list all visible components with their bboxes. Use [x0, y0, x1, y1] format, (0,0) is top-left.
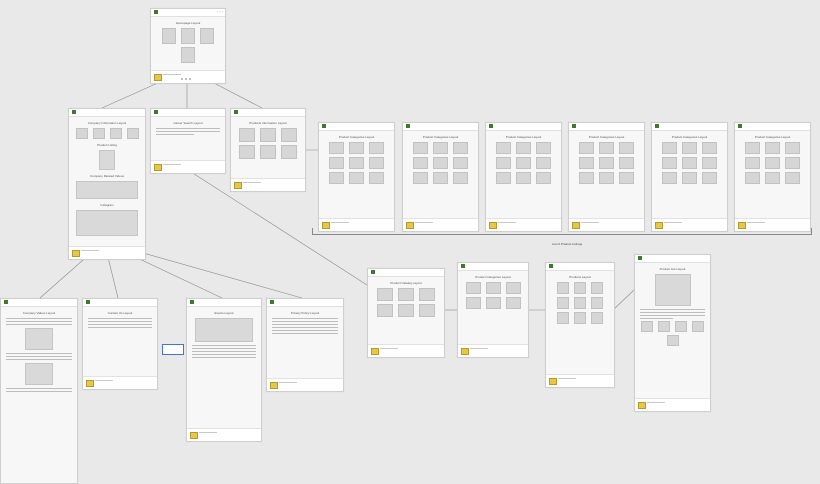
nav-item: ▪ [219, 11, 221, 13]
group-bracket [811, 228, 812, 234]
contact-title: Contact Us Layout [107, 311, 133, 315]
product-list-title: Product List Layout [659, 267, 686, 271]
category-card-4[interactable]: Product Categories Layout [568, 122, 645, 232]
company-values-title: Company Values Layout [22, 311, 56, 315]
events-banner [195, 318, 253, 342]
instagram-heading: Instagram [100, 203, 114, 207]
logo-icon [154, 110, 158, 114]
logo-icon [72, 110, 76, 114]
contact-dropdown[interactable] [162, 344, 184, 355]
privacy-card[interactable]: Privacy Policy Layout [266, 298, 344, 392]
group-bracket [312, 228, 313, 234]
image-placeholder [181, 28, 195, 44]
videos-heading: Company Related Videos [90, 174, 124, 178]
contact-card[interactable]: Contact Us Layout [82, 298, 158, 390]
logo-icon [154, 10, 158, 14]
category-card-1[interactable]: Product Categories Layout [318, 122, 395, 232]
site-footer [151, 70, 225, 83]
product-list-card[interactable]: Product List Layout [634, 254, 711, 412]
category-card-6[interactable]: Product Categories Layout [734, 122, 811, 232]
sub-categories-card[interactable]: Product Categories Layout [457, 262, 529, 358]
category-title: Product Categories Layout [422, 135, 459, 139]
products-card[interactable]: Products Layout [545, 262, 615, 388]
group-bracket [312, 234, 812, 235]
category-title: Product Categories Layout [588, 135, 625, 139]
careers-title: Career Search Layout [173, 121, 203, 125]
category-title: Product Categories Layout [671, 135, 708, 139]
company-info-title: Company Information Layout [87, 121, 127, 125]
careers-card[interactable]: Career Search Layout [150, 108, 226, 174]
category-card-3[interactable]: Product Categories Layout [485, 122, 562, 232]
product-listing-heading: Product Listing [97, 143, 117, 147]
category-title: Product Categories Layout [754, 135, 791, 139]
homepage-title: Homepage Layout [175, 21, 201, 25]
product-catalog-title: Product Catalog Layout [390, 281, 422, 285]
product-catalog-card[interactable]: Product Catalog Layout [367, 268, 445, 358]
group-caption: List of Product Listings [552, 242, 583, 246]
product-info-title: Products Information Layout [249, 121, 287, 125]
company-values-card[interactable]: Company Values Layout [0, 298, 78, 484]
image-placeholder [654, 274, 691, 306]
events-title: Events Layout [214, 311, 234, 315]
logo-icon [234, 110, 238, 114]
sub-categories-title: Product Categories Layout [475, 275, 511, 279]
instagram-grid [76, 210, 138, 236]
events-card[interactable]: Events Layout [186, 298, 262, 442]
category-title: Product Categories Layout [338, 135, 375, 139]
company-info-card[interactable]: Company Information Layout Product Listi… [68, 108, 146, 260]
site-header: ▪▪▪ [151, 9, 225, 17]
nav-item: ▪ [222, 11, 223, 13]
homepage-card[interactable]: ▪▪▪ Homepage Layout [150, 8, 226, 84]
video-placeholder [76, 181, 138, 199]
category-card-2[interactable]: Product Categories Layout [402, 122, 479, 232]
image-placeholder [162, 28, 176, 44]
footer-logo [154, 74, 162, 81]
image-placeholder [181, 47, 195, 63]
category-title: Product Categories Layout [505, 135, 542, 139]
image-placeholder [99, 150, 115, 170]
privacy-title: Privacy Policy Layout [290, 311, 320, 315]
nav-item: ▪ [216, 11, 218, 13]
products-title: Products Layout [569, 275, 591, 279]
category-card-5[interactable]: Product Categories Layout [651, 122, 728, 232]
image-placeholder [200, 28, 214, 44]
product-info-card[interactable]: Products Information Layout [230, 108, 306, 192]
